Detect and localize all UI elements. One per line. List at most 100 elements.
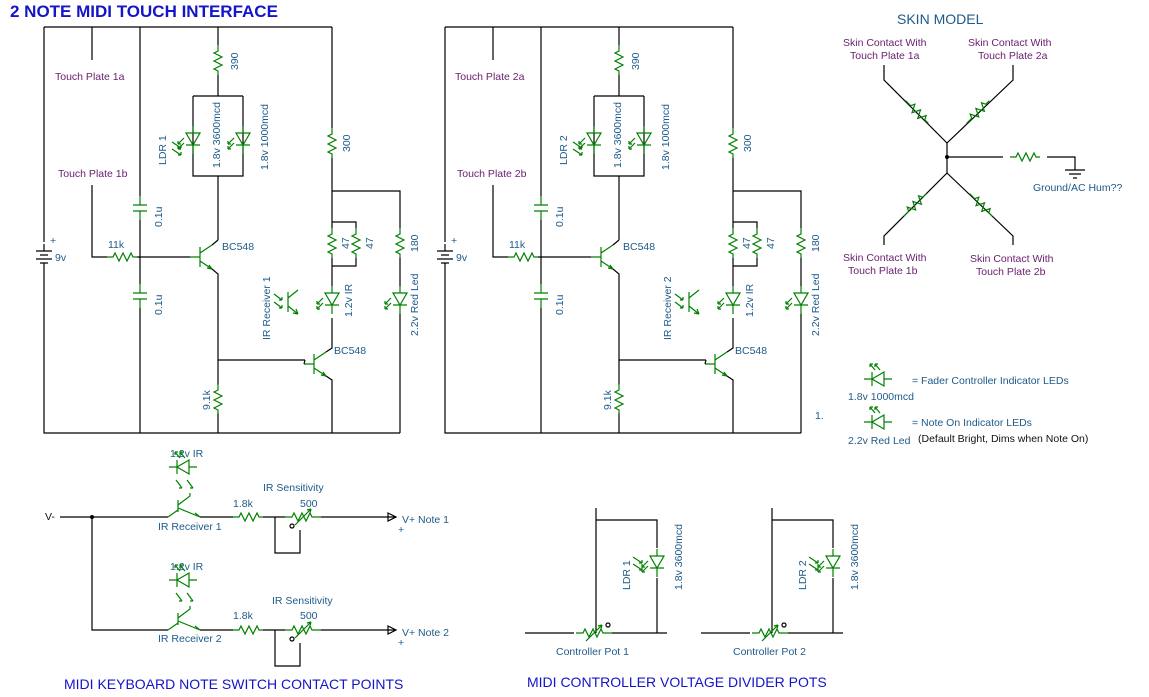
- resistor-300-2: [728, 127, 738, 159]
- battery-2: [436, 243, 454, 271]
- touch-plate-2a-label: Touch Plate 2a: [455, 71, 525, 83]
- legend-note-led: 2.2v Red Led: [848, 435, 911, 447]
- battery-2-label: 9v: [456, 252, 468, 264]
- resistor-390-1: [213, 44, 223, 76]
- capacitor-1b: [132, 283, 148, 309]
- ctrl-pot-1-label: Controller Pot 1: [556, 646, 629, 658]
- r180-1-label: 180: [409, 234, 421, 252]
- led-b-1-label: 1.8v 1000mcd: [259, 104, 271, 170]
- resistor-180-1: [395, 227, 405, 259]
- skin-1a-line2: Touch Plate 1a: [850, 50, 920, 62]
- cap-2b-label: 0.1u: [554, 294, 566, 315]
- resistor-47b-2: [752, 227, 762, 259]
- r180-2-label: 180: [810, 234, 822, 252]
- r300-2-label: 300: [742, 134, 754, 152]
- controller-pots: LDR 1 1.8v 3600mcd Controller Pot 1 LDR …: [525, 508, 861, 690]
- skin-2a-line2: Touch Plate 2a: [978, 50, 1048, 62]
- ctrl-pot-2-label: Controller Pot 2: [733, 646, 806, 658]
- kb-rx-1-label: IR Receiver 1: [158, 521, 222, 533]
- red-led-2-label: 2.2v Red Led: [810, 273, 822, 336]
- cap-2a-label: 0.1u: [554, 206, 566, 227]
- legend-fader-led: 1.8v 1000mcd: [848, 391, 914, 403]
- skin-model-title: SKIN MODEL: [897, 11, 984, 27]
- r390-1-label: 390: [229, 52, 241, 70]
- kb-pot-1: [284, 508, 322, 526]
- circuit-1: Touch Plate 1a Touch Plate 1b + 9v 0.1u …: [35, 26, 421, 434]
- battery-1: [35, 243, 53, 271]
- capacitor-1a: [132, 195, 148, 221]
- resistor-11k-1: [106, 252, 138, 262]
- kb-resistor-1-8k-1: [232, 512, 264, 522]
- resistor-47a-2: [728, 227, 738, 259]
- ir-led-2-label: 1.2v IR: [744, 283, 756, 317]
- transistor-q2-1: [303, 351, 327, 377]
- skin-resistor-ground: [1009, 152, 1041, 162]
- legend-note-label: = Note On Indicator LEDs: [912, 417, 1032, 429]
- svg-text:+: +: [50, 235, 56, 247]
- transistor-q1-1: [189, 244, 213, 270]
- kb-sens-2-label: IR Sensitivity: [272, 595, 333, 607]
- kb-rx-2-label: IR Receiver 2: [158, 633, 222, 645]
- kb-pot-2-label: 500: [300, 610, 318, 622]
- skin-2b-line2: Touch Plate 2b: [976, 266, 1046, 278]
- q2-1-label: BC548: [334, 345, 366, 357]
- legend: = Fader Controller Indicator LEDs 1.8v 1…: [815, 363, 1088, 447]
- resistor-47b-1: [351, 227, 361, 259]
- kb-r-2-label: 1.8k: [233, 610, 254, 622]
- skin-resistor-1a: [902, 97, 932, 127]
- r11k-2-label: 11k: [509, 239, 526, 251]
- kb-pot-1-label: 500: [300, 498, 318, 510]
- led-a-2-label: 1.8v 3600mcd: [612, 102, 624, 168]
- controller-led-2: [817, 548, 841, 578]
- led-1000-1: [227, 125, 251, 155]
- kb-sens-1-label: IR Sensitivity: [263, 482, 324, 494]
- led-a-1-label: 1.8v 3600mcd: [211, 102, 223, 168]
- red-led-1-label: 2.2v Red Led: [409, 273, 421, 336]
- skin-1b-line1: Skin Contact With: [843, 252, 927, 264]
- ir-receiver-1: [273, 289, 299, 315]
- led-1000-2: [628, 125, 652, 155]
- resistor-180-2: [796, 227, 806, 259]
- kb-r-1-label: 1.8k: [233, 498, 254, 510]
- legend-fader-label: = Fader Controller Indicator LEDs: [912, 375, 1069, 387]
- skin-2a-line1: Skin Contact With: [968, 37, 1052, 49]
- ctrl-led-1-label: 1.8v 3600mcd: [673, 524, 685, 590]
- capacitor-2a: [533, 195, 549, 221]
- transistor-q2-2: [704, 351, 728, 377]
- ir-led-1-label: 1.2v IR: [343, 283, 355, 317]
- ctrl-ldr-1-label: LDR 1: [621, 560, 633, 590]
- q2-2-label: BC548: [735, 345, 767, 357]
- keyboard-contact-points: V- 1.2v IR IR Receiver 1 1.8k IR Sensiti…: [45, 448, 449, 692]
- ir-rx-2-label: IR Receiver 2: [662, 276, 674, 340]
- r9k1-1-label: 9.1k: [201, 389, 213, 410]
- ldr-2-label: LDR 2: [558, 135, 570, 165]
- kb-out-1-label: V+ Note 1: [402, 514, 449, 526]
- legend-fader-led-icon: [863, 363, 893, 387]
- resistor-9k1-2: [614, 383, 624, 415]
- diagram-title: 2 NOTE MIDI TOUCH INTERFACE: [10, 2, 278, 21]
- ctrl-led-2-label: 1.8v 3600mcd: [849, 524, 861, 590]
- led-b-2-label: 1.8v 1000mcd: [660, 104, 672, 170]
- kb-out-2-label: V+ Note 2: [402, 627, 449, 639]
- red-led-2: [785, 285, 809, 315]
- touch-plate-1a-label: Touch Plate 1a: [55, 71, 125, 83]
- svg-text:+: +: [398, 524, 404, 536]
- resistor-9k1-1: [213, 383, 223, 415]
- led-3600-2: [578, 125, 602, 155]
- circuit-2: Touch Plate 2a Touch Plate 2b + 9v 0.1u …: [436, 26, 822, 434]
- kb-pot-2: [284, 621, 322, 639]
- skin-1b-line2: Touch Plate 1b: [848, 265, 918, 277]
- capacitor-2b: [533, 283, 549, 309]
- resistor-300-1: [327, 127, 337, 159]
- r47a-2-label: 47: [741, 237, 753, 249]
- battery-1-label: 9v: [55, 252, 67, 264]
- resistor-390-2: [614, 44, 624, 76]
- cap-1a-label: 0.1u: [153, 206, 165, 227]
- legend-note-led-icon: [863, 406, 893, 430]
- controller-led-1: [641, 548, 665, 578]
- resistor-11k-2: [507, 252, 539, 262]
- transistor-q1-2: [590, 244, 614, 270]
- r47b-1-label: 47: [364, 237, 376, 249]
- kb-resistor-1-8k-2: [232, 625, 264, 635]
